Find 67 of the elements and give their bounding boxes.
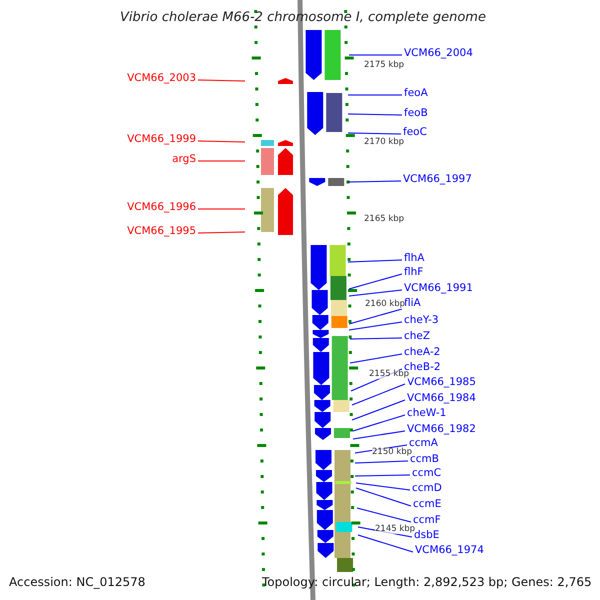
leader-line [352, 400, 406, 420]
gene-label: VCM66_1991 [404, 283, 473, 294]
gene-label: ccmB [410, 454, 439, 464]
gene-label: argS [172, 154, 196, 164]
leader-line [198, 140, 246, 142]
leader-line [348, 290, 402, 296]
gene-label: VCM66_1974 [415, 545, 484, 556]
leader-line [356, 508, 412, 522]
leader-line [348, 308, 402, 324]
leader-line [198, 160, 246, 162]
leader-line [198, 208, 246, 210]
leader-line [198, 232, 246, 234]
position-label: 2175 kbp [364, 61, 404, 70]
leader-line [356, 488, 412, 506]
gene-label: VCM66_2004 [404, 48, 473, 58]
position-label: 2145 kbp [375, 525, 416, 534]
gene-label: flhA [404, 253, 424, 264]
gene-label: dsbE [414, 530, 440, 540]
leader-line [350, 354, 402, 364]
leader-line [348, 94, 402, 96]
leader-line [348, 54, 402, 56]
position-label: 2155 kbp [369, 370, 410, 378]
gene-label: VCM66_1982 [407, 424, 476, 434]
position-label: 2150 kbp [372, 448, 412, 456]
gene-label: cheY-3 [404, 315, 439, 326]
gene-label: cheA-2 [404, 347, 440, 358]
leader-line [352, 384, 406, 406]
gene-label: cheB-2 [404, 362, 441, 372]
gene-label: cheZ [404, 331, 430, 342]
gene-label: feoA [404, 88, 428, 98]
gene-label: VCM66_1996 [127, 202, 196, 212]
gene-label: VCM66_1999 [127, 134, 196, 144]
gene-label: flhF [404, 267, 424, 278]
leader-line [358, 534, 414, 552]
leader-line [354, 460, 408, 464]
position-label: 2170 kbp [364, 138, 404, 146]
leader-line [348, 260, 402, 262]
leader-line [198, 80, 246, 82]
leader-line [352, 414, 406, 432]
gene-label: VCM66_1985 [407, 377, 476, 388]
gene-label: ccmF [413, 515, 441, 526]
leader-line [348, 322, 402, 330]
gene-label: VCM66_1997 [403, 174, 472, 184]
title: Vibrio cholerae M66-2 chromosome I, complete genome [120, 11, 486, 24]
gene-label: ccmE [413, 499, 442, 510]
position-label: 2160 kbp [365, 300, 406, 308]
leader-line [348, 114, 402, 116]
leader-line [352, 430, 406, 440]
leader-line [348, 132, 402, 134]
gene-label: fliA [404, 298, 421, 308]
gene-label: ccmD [412, 483, 442, 494]
leader-line [350, 338, 402, 340]
gene-label: feoB [404, 108, 428, 118]
leader-line [354, 474, 410, 476]
position-label: 2165 kbp [364, 215, 404, 224]
leader-line [356, 482, 410, 490]
gene-label: feoC [403, 127, 427, 138]
footer-text: Topology: circular; Length: 2,892,523 bp; Genes: 2,765 [262, 576, 592, 588]
gene-label: VCM66_1984 [407, 393, 476, 404]
gene-label: cheW-1 [407, 408, 446, 418]
footer-text: Accession: NC_012578 [9, 576, 146, 588]
leader-line [348, 180, 402, 182]
gene-label: ccmC [412, 468, 442, 478]
gene-label: VCM66_1995 [127, 226, 196, 236]
gene-label: VCM66_2003 [127, 73, 196, 84]
leader-line [348, 274, 402, 290]
gene-label: ccmA [409, 438, 438, 448]
